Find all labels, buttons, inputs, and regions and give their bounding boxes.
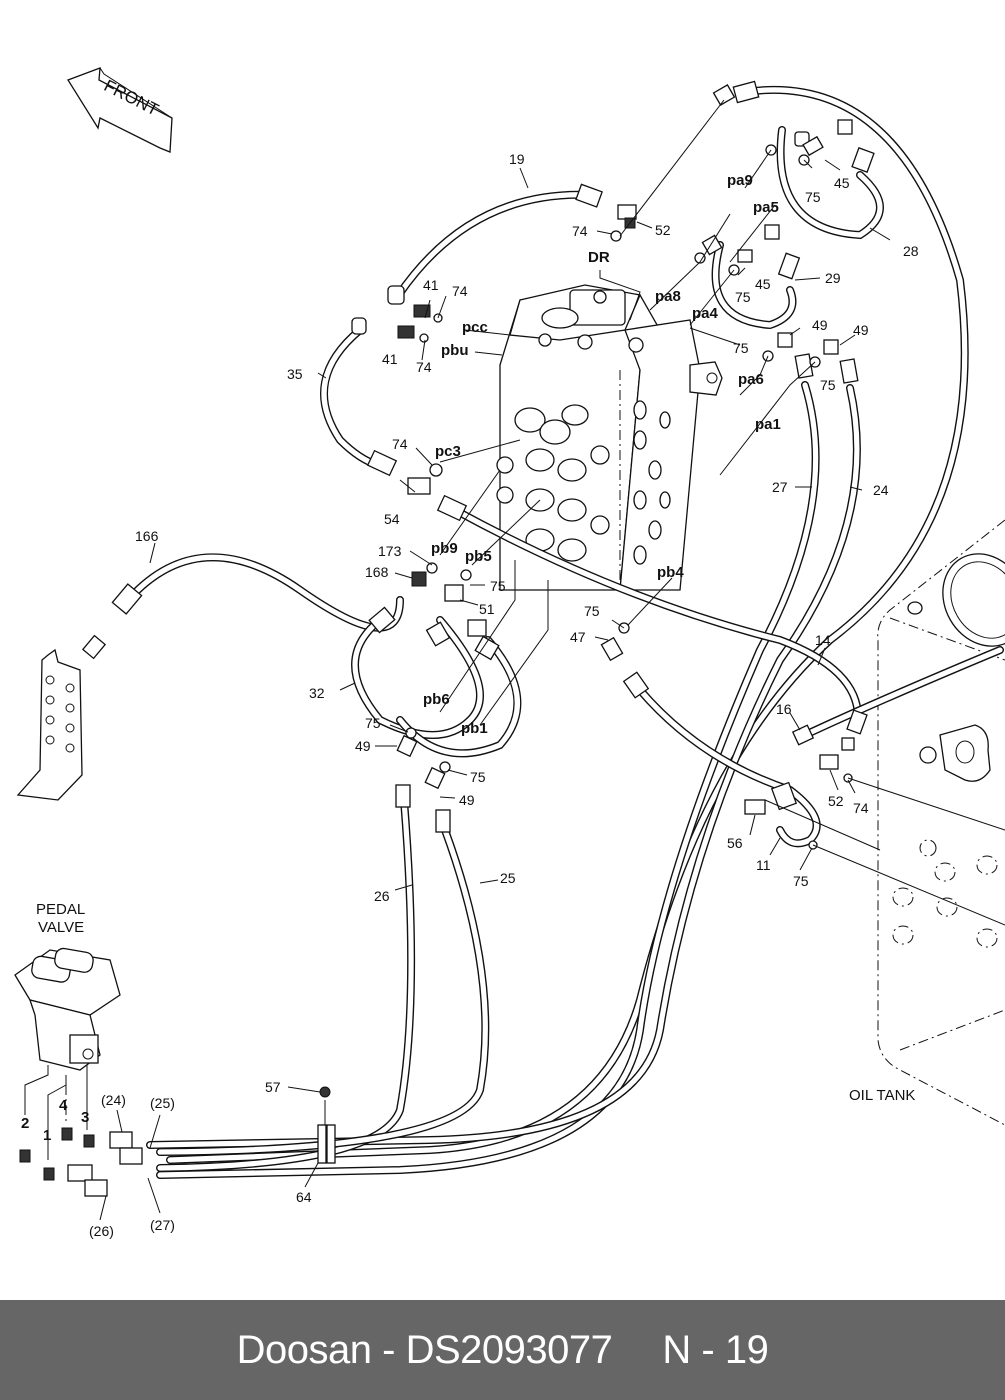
callout-45: 45 — [755, 276, 771, 292]
leader-lines — [99, 99, 1005, 1221]
ref-24: (24) — [101, 1092, 126, 1108]
callout-16: 16 — [776, 701, 792, 717]
callout-41: 41 — [382, 351, 398, 367]
callout-49: 49 — [812, 317, 828, 333]
oil-tank-label: OIL TANK — [849, 1087, 915, 1104]
port-pbu: pbu — [441, 342, 469, 359]
callout-49: 49 — [355, 738, 371, 754]
port-pa9: pa9 — [727, 172, 753, 189]
hydraulic-piping-diagram: FRONT OIL TANK — [14, 67, 1005, 1239]
control-valve — [496, 284, 723, 591]
callout-32: 32 — [309, 685, 325, 701]
port-pa5: pa5 — [753, 199, 779, 216]
callout-74: 74 — [416, 359, 432, 375]
callout-51: 51 — [479, 601, 495, 617]
ref-26: (26) — [89, 1223, 114, 1239]
port-pa1: pa1 — [755, 416, 781, 433]
callout-54: 54 — [384, 511, 400, 527]
port-pb4: pb4 — [657, 564, 684, 581]
callout-75: 75 — [365, 715, 381, 731]
valve-spools — [496, 400, 671, 565]
hoses — [124, 85, 1004, 1179]
callout-75: 75 — [733, 340, 749, 356]
port-dr: DR — [588, 249, 610, 266]
callout-25: 25 — [500, 870, 516, 886]
callout-57: 57 — [265, 1079, 281, 1095]
callout-45: 45 — [834, 175, 850, 191]
callout-26: 26 — [374, 888, 390, 904]
front-arrow-icon: FRONT — [67, 67, 173, 153]
callout-74: 74 — [452, 283, 468, 299]
port-pb1: pb1 — [461, 720, 488, 737]
callout-47: 47 — [570, 629, 586, 645]
callout-35: 35 — [287, 366, 303, 382]
callout-11: 11 — [756, 857, 771, 873]
callout-74: 74 — [392, 436, 408, 452]
port-pb5: pb5 — [465, 548, 492, 565]
callout-49: 49 — [853, 322, 869, 338]
callout-14: 14 — [815, 632, 831, 648]
callout-24: 24 — [873, 482, 889, 498]
callout-75: 75 — [820, 377, 836, 393]
footer-brand: Doosan - DS2093077 — [236, 1327, 613, 1372]
callout-52: 52 — [655, 222, 671, 238]
callout-41: 41 — [423, 277, 439, 293]
port-3: 3 — [81, 1109, 89, 1126]
footer-bar: Doosan - DS2093077 N - 19 — [0, 1300, 1005, 1400]
pedal-valve — [14, 947, 143, 1197]
callout-75: 75 — [735, 289, 751, 305]
callout-49: 49 — [459, 792, 475, 808]
callout-74: 74 — [853, 800, 869, 816]
callout-173: 173 — [378, 543, 402, 559]
port-pc3: pc3 — [435, 443, 461, 460]
pedal-valve-label-line2: VALVE — [38, 919, 84, 936]
callout-27: 27 — [772, 479, 788, 495]
callout-19: 19 — [509, 151, 525, 167]
callout-75: 75 — [805, 189, 821, 205]
ref-27: (27) — [150, 1217, 175, 1233]
oil-tank: OIL TANK — [849, 519, 1005, 1126]
mounting-bracket — [16, 648, 83, 801]
port-pb6: pb6 — [423, 691, 450, 708]
port-2: 2 — [21, 1115, 29, 1132]
callout-166: 166 — [135, 528, 159, 544]
ref-25: (25) — [150, 1095, 175, 1111]
pedal-valve-label-line1: PEDAL — [36, 901, 85, 918]
callout-75: 75 — [470, 769, 486, 785]
port-pcc: pcc — [462, 319, 488, 336]
callout-75: 75 — [793, 873, 809, 889]
footer-page: N - 19 — [662, 1327, 769, 1372]
port-pa4: pa4 — [692, 305, 719, 322]
callout-168: 168 — [365, 564, 389, 580]
labels: 19 52 74 DR 41 74 pcc pbu 41 74 35 74 pc… — [21, 151, 919, 1239]
callout-75: 75 — [584, 603, 600, 619]
callout-29: 29 — [825, 270, 841, 286]
port-pa6: pa6 — [738, 371, 764, 388]
callout-28: 28 — [903, 243, 919, 259]
port-1: 1 — [43, 1127, 51, 1144]
port-pb9: pb9 — [431, 540, 458, 557]
callout-56: 56 — [727, 835, 743, 851]
callout-74: 74 — [572, 223, 588, 239]
port-4: 4 — [59, 1097, 68, 1114]
callout-75: 75 — [490, 578, 506, 594]
fittings — [16, 80, 875, 850]
hose-clamp — [317, 1086, 336, 1164]
callout-64: 64 — [296, 1189, 312, 1205]
port-pa8: pa8 — [655, 288, 681, 305]
callout-52: 52 — [828, 793, 844, 809]
